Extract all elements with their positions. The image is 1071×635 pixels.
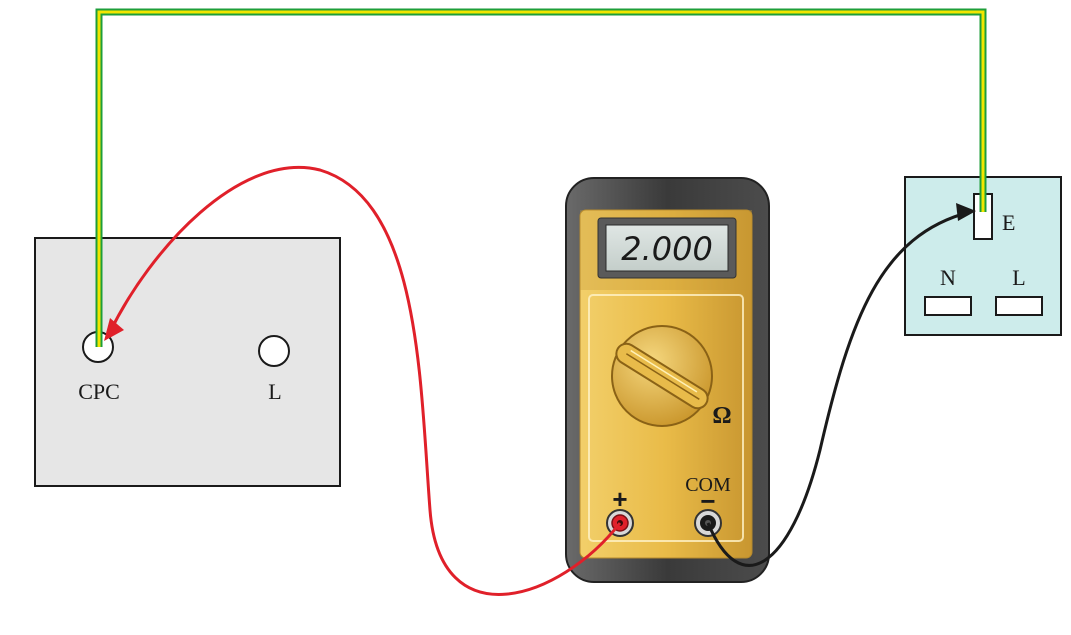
consumer-unit-panel [34, 237, 341, 487]
lcd-reading: 2.000 [621, 230, 713, 268]
com-label: COM [685, 474, 731, 496]
minus-symbol: − [700, 486, 715, 516]
live-pin-slot [995, 296, 1043, 316]
plus-symbol: + [612, 484, 627, 514]
lcd-display [605, 224, 729, 272]
multimeter: 2.000 Ω + COM − [565, 177, 770, 583]
live-terminal-label: L [268, 379, 281, 404]
rotary-selector-dial[interactable] [611, 325, 713, 427]
control-panel [588, 294, 744, 542]
earth-label: E [1002, 210, 1015, 235]
red-test-lead [104, 166, 622, 596]
live-label: L [1012, 265, 1025, 290]
neutral-pin-slot [924, 296, 972, 316]
live-terminal [258, 335, 290, 367]
neutral-label: N [940, 265, 956, 290]
ohms-range-symbol: Ω [712, 403, 731, 429]
red-lead-arrowhead [104, 318, 124, 341]
consumer-unit: CPC L [34, 237, 341, 487]
black-test-lead [706, 203, 976, 567]
black-lead-arrowhead [956, 203, 976, 221]
cpc-wire [95, 8, 987, 347]
cpc-terminal-label: CPC [78, 379, 120, 404]
